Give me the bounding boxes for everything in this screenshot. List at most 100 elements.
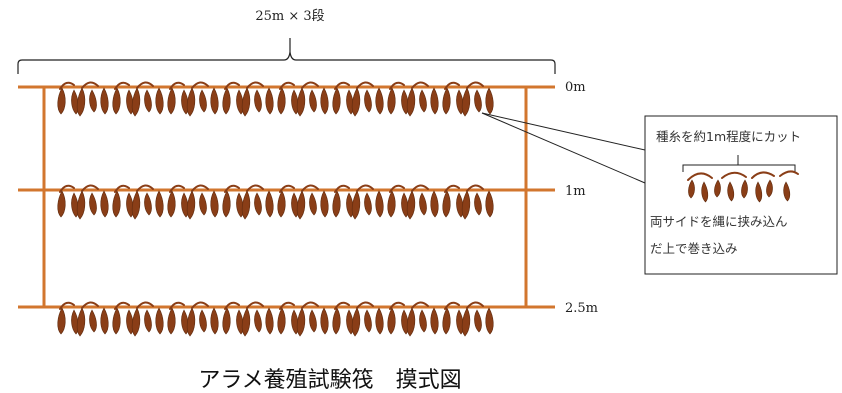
seaweed-blade xyxy=(76,87,86,117)
seaweed-blade xyxy=(375,190,384,218)
seaweed-blade xyxy=(57,307,66,335)
seaweed-blade xyxy=(309,89,317,113)
seaweed-stem xyxy=(751,171,775,179)
seaweed-stem xyxy=(466,184,484,192)
seaweed-stem xyxy=(466,81,484,89)
seaweed-blade xyxy=(236,192,244,218)
callout-bracket xyxy=(682,155,796,172)
seaweed-stem xyxy=(59,184,75,193)
seaweed-blade xyxy=(351,307,361,337)
seaweed-blade xyxy=(485,307,494,335)
seaweed-blade xyxy=(727,181,735,202)
seaweed-blade xyxy=(406,307,416,337)
seaweed-blade xyxy=(387,87,396,115)
seaweed-blade xyxy=(181,192,189,218)
seaweed-stem xyxy=(224,301,240,310)
seaweed-blade xyxy=(387,307,396,335)
seaweed-stem xyxy=(114,184,130,193)
seaweed-stem xyxy=(169,81,185,90)
callout-line-bottom xyxy=(481,112,646,184)
seaweed-blade xyxy=(241,87,251,117)
seaweed-blade xyxy=(144,89,152,113)
seaweed-stem xyxy=(136,301,154,309)
seaweed-blade xyxy=(254,192,262,216)
seaweed-blade xyxy=(387,190,396,218)
seaweed-blade xyxy=(419,89,427,113)
seaweed-blade xyxy=(783,181,791,202)
seaweed-blade xyxy=(351,190,361,220)
seaweed-stem xyxy=(81,301,99,309)
seaweed-blade xyxy=(346,89,354,115)
seaweed-blade xyxy=(364,89,372,113)
callout-line-1: 両サイドを縄に挟み込ん xyxy=(650,214,788,229)
seaweed-blade xyxy=(401,89,409,115)
seaweed-blade xyxy=(199,309,207,333)
seaweed-blade xyxy=(442,87,451,115)
seaweed-blade xyxy=(442,190,451,218)
depth-label-1m: 1m xyxy=(565,184,586,199)
seaweed-row xyxy=(57,184,494,220)
seaweed-blade xyxy=(430,87,439,115)
seaweed-blade xyxy=(155,190,164,218)
callout-line-top xyxy=(481,112,646,151)
seaweed-blade xyxy=(167,307,176,335)
seaweed-blade xyxy=(241,190,251,220)
seaweed-blade xyxy=(126,192,134,218)
seaweed-blade xyxy=(406,87,416,117)
seaweed-blade xyxy=(351,87,361,117)
seaweed-blade xyxy=(430,307,439,335)
seaweed-stem xyxy=(411,301,429,309)
seaweed-stem xyxy=(411,81,429,89)
seaweed-blade xyxy=(100,87,109,115)
seaweed-stem xyxy=(169,301,185,310)
seaweed-blade xyxy=(186,190,196,220)
seaweed-blade xyxy=(89,192,97,216)
seaweed-blade xyxy=(332,87,341,115)
depth-label-0m: 0m xyxy=(565,80,586,95)
seaweed-blade xyxy=(155,307,164,335)
seaweed-blade xyxy=(291,192,299,218)
seaweed-blade xyxy=(419,192,427,216)
seaweed-blade xyxy=(100,190,109,218)
seaweed-blade xyxy=(461,190,471,220)
seaweed-blade xyxy=(474,89,482,113)
seaweed-stem xyxy=(59,301,75,310)
seaweed-stem xyxy=(169,184,185,193)
seaweed-blade xyxy=(71,192,79,218)
seaweed-blade xyxy=(688,179,695,199)
seaweed-blade xyxy=(714,179,721,198)
seaweed-blade xyxy=(254,309,262,333)
seaweed-blade xyxy=(346,309,354,335)
seaweed-blade xyxy=(89,309,97,333)
seaweed-blade xyxy=(126,89,134,115)
seaweed-blade xyxy=(76,190,86,220)
seaweed-blade xyxy=(155,87,164,115)
seaweed-blade xyxy=(131,87,141,117)
seaweed-stem xyxy=(136,184,154,192)
seaweed-blade xyxy=(236,309,244,335)
seaweed-blade xyxy=(406,190,416,220)
seaweed-blade xyxy=(181,89,189,115)
seaweed-blade xyxy=(71,309,79,335)
seaweed-stem xyxy=(191,301,209,309)
seaweed-blade xyxy=(401,192,409,218)
seaweed-blade xyxy=(112,307,121,335)
seaweed-blade xyxy=(277,190,286,218)
seaweed-blade xyxy=(320,190,329,218)
seaweed-blade xyxy=(210,190,219,218)
seaweed-stem xyxy=(334,81,350,90)
seaweed-blade xyxy=(57,190,66,218)
seaweed-blade xyxy=(57,87,66,115)
seaweed-blade xyxy=(210,87,219,115)
seaweed-blade xyxy=(755,181,763,203)
seaweed-blade xyxy=(296,87,306,117)
seaweed-blade xyxy=(332,307,341,335)
seaweed-blade xyxy=(346,192,354,218)
seaweed-blade xyxy=(254,89,262,113)
seaweed-row xyxy=(57,81,494,117)
seaweed-blade xyxy=(291,89,299,115)
seaweed-blade xyxy=(419,309,427,333)
seaweed-stem xyxy=(191,184,209,192)
seaweed-blade xyxy=(210,307,219,335)
